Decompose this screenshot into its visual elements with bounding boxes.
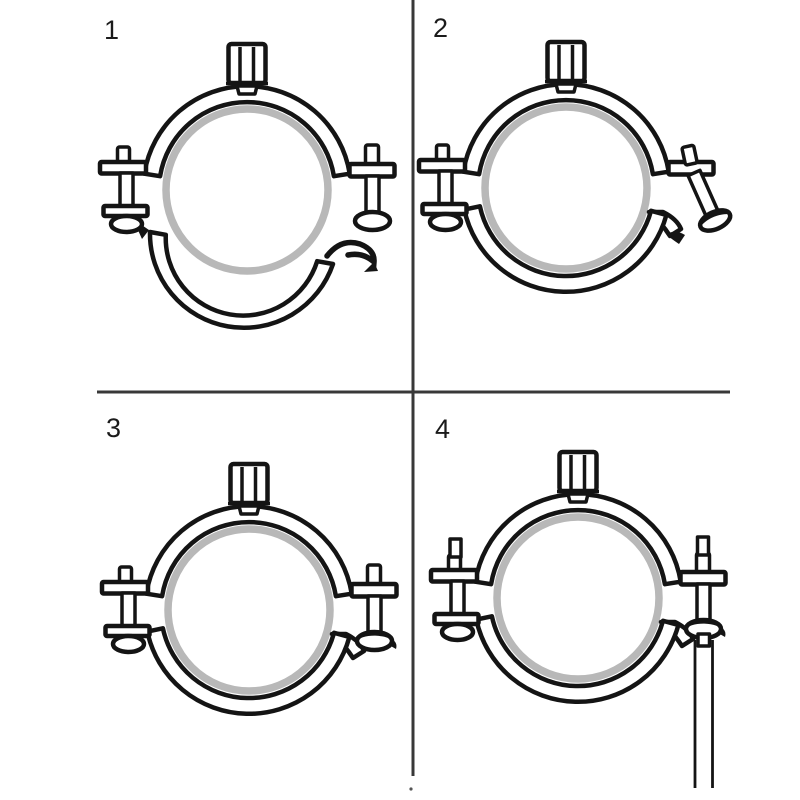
step-4-illustration	[431, 452, 726, 788]
lower-band-closed	[147, 628, 364, 714]
step-2-label: 2	[433, 13, 448, 43]
step-3-label: 3	[106, 413, 121, 443]
hinge-screw	[102, 567, 150, 652]
upper-band	[475, 494, 680, 584]
stray-dot	[409, 787, 413, 791]
lower-band-closed	[464, 206, 681, 292]
lock-screw-angled	[666, 143, 733, 244]
screwdriver-tip	[696, 632, 712, 648]
lower-band-closed	[476, 616, 693, 702]
step-1-illustration	[100, 44, 395, 328]
hinge-screw	[431, 555, 479, 640]
rubber-liner	[485, 107, 647, 269]
hinge-screw	[100, 147, 148, 232]
rubber-liner	[497, 517, 659, 679]
lock-screw-tip	[695, 535, 711, 557]
upper-band	[463, 84, 668, 174]
rubber-liner	[166, 109, 328, 271]
hinge-screw-tip	[448, 537, 463, 559]
step-4-label: 4	[435, 414, 450, 444]
upper-band	[146, 506, 351, 596]
hinge-screw	[419, 145, 467, 230]
rubber-liner	[168, 529, 330, 691]
upper-band	[144, 86, 349, 176]
step-1-label: 1	[104, 15, 119, 45]
step-2-illustration	[419, 42, 733, 292]
screwdriver-shaft	[693, 640, 714, 788]
lock-screw	[350, 145, 395, 230]
step-3-illustration	[102, 464, 397, 714]
